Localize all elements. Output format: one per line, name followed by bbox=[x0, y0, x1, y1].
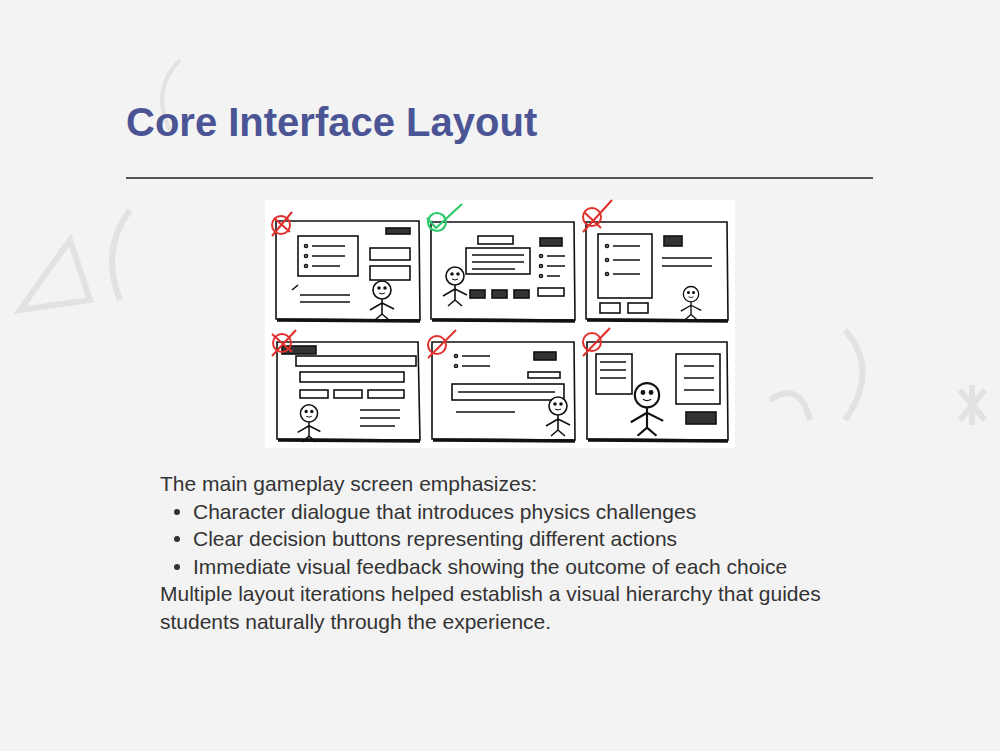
body-text-line: Clear decision buttons representing diff… bbox=[193, 527, 677, 550]
bullet-item: Immediate visual feedback showing the ou… bbox=[160, 553, 808, 581]
body-paragraph: The main gameplay screen emphasizes: bbox=[160, 470, 850, 498]
title-rule bbox=[126, 177, 873, 179]
wireframe-panel bbox=[586, 222, 728, 321]
bullet-item: Character dialogue that introduces physi… bbox=[160, 498, 808, 526]
reject-marks bbox=[272, 200, 612, 358]
wireframe-panel bbox=[587, 342, 728, 441]
bullet-dot bbox=[174, 564, 180, 570]
body-text-line: The main gameplay screen emphasizes: bbox=[160, 472, 537, 495]
bullet-item: Clear decision buttons representing diff… bbox=[160, 525, 808, 553]
body-paragraph: Multiple layout iterations helped establ… bbox=[160, 580, 850, 635]
body-text-line: Immediate visual feedback showing the ou… bbox=[193, 555, 787, 578]
body-text: The main gameplay screen emphasizes: Char… bbox=[160, 470, 850, 635]
body-text-line: Character dialogue that introduces physi… bbox=[193, 500, 696, 523]
wireframe-panel bbox=[431, 222, 575, 321]
body-text-line: Multiple layout iterations helped establ… bbox=[160, 582, 821, 633]
wireframe-panel bbox=[276, 221, 420, 321]
slide-title: Core Interface Layout bbox=[126, 100, 537, 145]
sketch-sheet bbox=[265, 200, 735, 448]
wireframe-panel bbox=[432, 342, 575, 441]
bullet-dot bbox=[174, 509, 180, 515]
wireframe-panel bbox=[277, 342, 420, 442]
approve-mark bbox=[427, 204, 462, 231]
wireframe-sketches bbox=[276, 221, 728, 442]
bullet-dot bbox=[174, 536, 180, 542]
